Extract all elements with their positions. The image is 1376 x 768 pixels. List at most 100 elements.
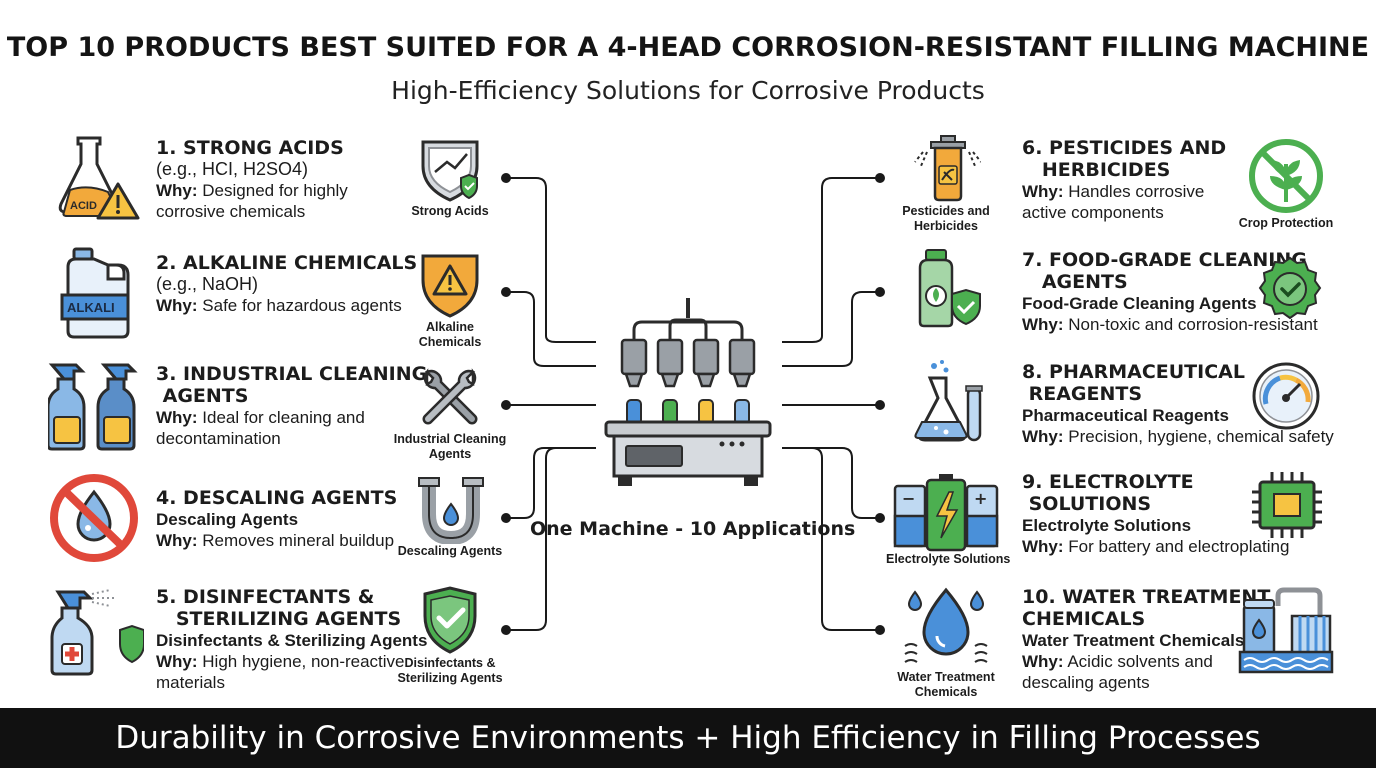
node-label: Crop Protection — [1238, 216, 1334, 230]
water-plant-node — [1236, 586, 1336, 676]
node-label: Descaling Agents — [397, 544, 503, 558]
pesticides-node: Pesticides and Herbicides — [886, 134, 1006, 234]
item-why: Why: Acidic solvents and — [1022, 652, 1213, 671]
spray-bottles-icon — [48, 357, 144, 453]
connector-dot-5 — [501, 625, 511, 635]
item-heading: 2. ALKALINE CHEMICALS — [156, 252, 418, 274]
water-plant-icon — [1238, 587, 1334, 674]
connector-6 — [782, 177, 880, 343]
lab-flask-icon — [914, 360, 983, 442]
chip-node — [1236, 470, 1336, 540]
item-heading: 9. ELECTROLYTE SOLUTIONS — [1022, 471, 1194, 515]
sprayer-icon — [914, 135, 981, 202]
item-disinfectants: 5. DISINFECTANTS & STERILIZING AGENTS Di… — [156, 586, 427, 693]
connector-dot-4 — [501, 513, 511, 523]
item-example: (e.g., NaOH) — [156, 274, 259, 294]
connector-dot-7 — [875, 287, 885, 297]
crop-protection-node: Crop Protection — [1236, 136, 1336, 231]
item-pesticides: 6. PESTICIDES AND HERBICIDES Why: Handle… — [1022, 137, 1226, 223]
svg-text:ALKALI: ALKALI — [67, 300, 115, 315]
crop-protection-icon — [1249, 139, 1323, 213]
item-food-grade: 7. FOOD-GRADE CLEANING AGENTS Food-Grade… — [1022, 249, 1318, 335]
item-example: (e.g., HCI, H2SO4) — [156, 159, 309, 179]
svg-text:+: + — [974, 489, 987, 508]
node-label: Water Treatment — [897, 670, 995, 684]
connector-7 — [782, 291, 880, 367]
item-why: Why: Ideal for cleaning and — [156, 408, 365, 427]
gauge-icon — [1252, 362, 1320, 430]
pipe-drop-icon — [418, 477, 484, 544]
item-why: Why: Handles corrosive — [1022, 182, 1205, 201]
page-title: TOP 10 PRODUCTS BEST SUITED FOR A 4-HEAD… — [6, 32, 1370, 63]
disinfectant-spray-icon — [48, 586, 144, 682]
node-label: Chemicals — [914, 685, 978, 699]
svg-text:ACID: ACID — [70, 200, 97, 212]
battery-icon: − + — [893, 474, 999, 552]
node-label: Agents — [428, 447, 472, 461]
item-why-cont: descaling agents — [1022, 673, 1150, 692]
item-why: Why: Safe for hazardous agents — [156, 296, 402, 315]
shield-chart-icon — [421, 140, 479, 202]
page-subtitle: High-Efficiency Solutions for Corrosive … — [391, 76, 985, 105]
item-why: Why: High hygiene, non-reactive — [156, 652, 405, 671]
center-caption: One Machine - 10 Applications — [530, 518, 856, 540]
water-treatment-node: Water Treatment Chemicals — [886, 584, 1006, 700]
node-label: Strong Acids — [411, 204, 489, 218]
descaling-agents-node: Descaling Agents — [390, 474, 510, 559]
connector-dot-9 — [875, 513, 885, 523]
item-heading: 1. STRONG ACIDS — [156, 137, 344, 159]
item-why: Why: Precision, hygiene, chemical safety — [1022, 427, 1334, 446]
item-why-cont: corrosive chemicals — [156, 202, 306, 221]
item-heading: 4. DESCALING AGENTS — [156, 487, 398, 509]
connector-dot-8 — [875, 400, 885, 410]
item-descaling-agents: 4. DESCALING AGENTS Descaling Agents Why… — [156, 487, 397, 551]
item-subname: Water Treatment Chemicals — [1022, 631, 1245, 650]
item-subname: Electrolyte Solutions — [1022, 516, 1192, 535]
item-heading: 5. DISINFECTANTS & STERILIZING AGENTS — [156, 586, 402, 630]
svg-text:−: − — [902, 489, 915, 508]
node-label: Electrolyte Solutions — [886, 552, 1011, 566]
no-scale-icon — [48, 470, 144, 566]
alkali-jug-icon: ALKALI — [50, 247, 146, 343]
node-label: Sterilizing Agents — [397, 671, 503, 685]
connector-dot-2 — [501, 287, 511, 297]
item-subname: Disinfectants & Sterilizing Agents — [156, 631, 428, 650]
certified-badge-icon — [1258, 256, 1322, 320]
filling-machine-icon — [604, 298, 772, 486]
detergent-bottle-icon — [918, 249, 981, 328]
connector-1 — [506, 177, 596, 343]
item-industrial-cleaning: 3. INDUSTRIAL CLEANING AGENTS Why: Ideal… — [156, 363, 427, 449]
node-label: Disinfectants & — [404, 656, 496, 670]
item-strong-acids: 1. STRONG ACIDS (e.g., HCI, H2SO4) Why: … — [156, 137, 348, 222]
item-why-cont: active components — [1022, 203, 1164, 222]
node-label: Herbicides — [914, 219, 978, 233]
alkaline-chemicals-node: Alkaline Chemicals — [390, 250, 510, 350]
food-grade-node — [886, 248, 1006, 328]
connector-9 — [782, 447, 880, 519]
certified-node — [1240, 254, 1340, 324]
item-heading: 8. PHARMACEUTICAL REAGENTS — [1022, 361, 1245, 405]
item-electrolyte: 9. ELECTROLYTE SOLUTIONS Electrolyte Sol… — [1022, 471, 1289, 557]
chip-icon — [1252, 472, 1322, 538]
item-why-cont: materials — [156, 673, 225, 692]
acid-flask-warning-icon: ACID — [48, 132, 144, 228]
check-shield-icon — [423, 586, 477, 654]
footer-banner: Durability in Corrosive Environments + H… — [0, 708, 1376, 768]
electrolyte-node: − + Electrolyte Solutions — [886, 472, 1011, 567]
item-why: Why: Designed for highly — [156, 181, 348, 200]
gauge-node — [1236, 360, 1336, 430]
node-label: Industrial Cleaning — [393, 432, 507, 446]
pharmaceutical-node — [886, 358, 1006, 448]
connector-dot-3 — [501, 400, 511, 410]
item-subname: Pharmaceutical Reagents — [1022, 406, 1229, 425]
item-heading: 6. PESTICIDES AND HERBICIDES — [1022, 137, 1227, 181]
item-subname: Food-Grade Cleaning Agents — [1022, 294, 1257, 313]
warning-shield-icon — [421, 254, 479, 318]
industrial-cleaning-node: Industrial Cleaning Agents — [390, 362, 510, 462]
item-why-cont: decontamination — [156, 429, 281, 448]
strong-acids-node: Strong Acids — [390, 134, 510, 219]
connector-dot-10 — [875, 625, 885, 635]
